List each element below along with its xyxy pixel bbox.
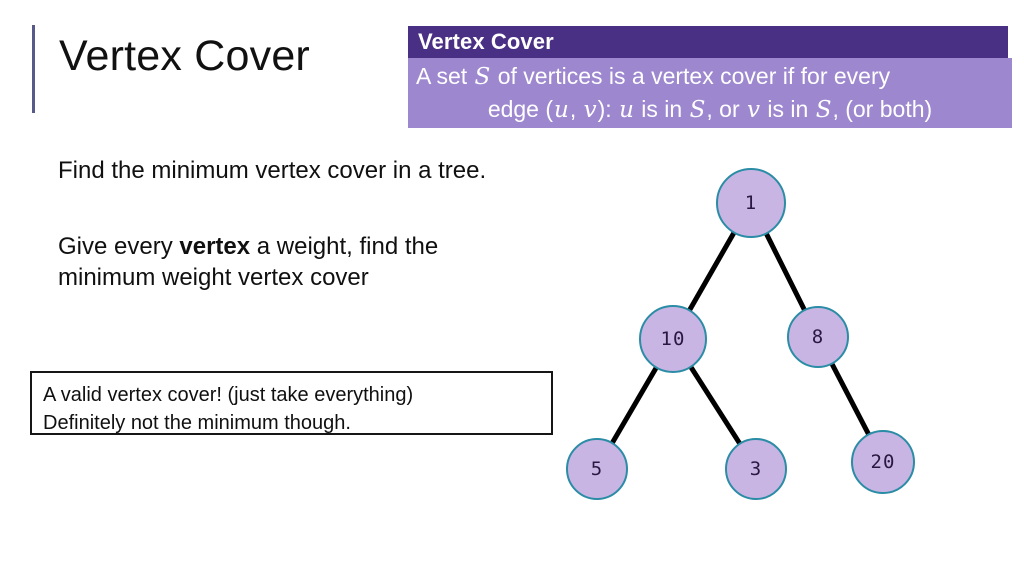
math-var-u-2: u	[619, 97, 634, 123]
definition-line1-text-a: A set	[416, 63, 474, 89]
body-paragraph-1: Find the minimum vertex cover in a tree.	[58, 157, 487, 184]
math-var-v-2: v	[747, 97, 760, 123]
tree-node-left[interactable]: 10	[639, 305, 707, 373]
tree-edge	[686, 230, 737, 313]
note-line-1: A valid vertex cover! (just take everyth…	[43, 384, 414, 406]
note-box: A valid vertex cover! (just take everyth…	[30, 371, 553, 435]
tree-node-label: 8	[811, 326, 825, 348]
definition-line2-text-c: is in	[634, 96, 689, 122]
tree-node-label: 3	[749, 458, 763, 480]
tree-node-label: 20	[870, 451, 896, 473]
tree-edges	[609, 230, 872, 446]
tree-node-label: 1	[744, 192, 758, 214]
math-var-s-3: S	[815, 97, 832, 123]
tree-node-lr[interactable]: 3	[725, 438, 787, 500]
definition-callout: Vertex Cover A set S of vertices is a ve…	[408, 26, 1012, 128]
tree-node-root[interactable]: 1	[716, 168, 786, 238]
tree-node-right[interactable]: 8	[787, 306, 849, 368]
tree-edge	[829, 361, 872, 437]
tree-node-ll[interactable]: 5	[566, 438, 628, 500]
definition-body: A set S of vertices is a vertex cover if…	[408, 58, 1012, 128]
definition-header-label: Vertex Cover	[418, 29, 554, 54]
definition-line2-comma: ,	[569, 96, 583, 122]
definition-line-2: edge (u, v): u is in S, or v is in S, (o…	[408, 98, 1012, 122]
definition-line2-text-d: , or	[706, 96, 746, 122]
tree-node-label: 5	[590, 458, 604, 480]
title-accent-bar	[32, 25, 35, 113]
definition-line2-text-a: edge (	[487, 96, 554, 122]
definition-line2-text-e: is in	[761, 96, 815, 122]
note-line-2: Definitely not the minimum though.	[43, 412, 351, 434]
paragraph-2-bold-word: vertex	[179, 233, 251, 260]
body-paragraph-2: Give every vertex a weight, find the min…	[58, 232, 518, 293]
definition-line-1: A set S of vertices is a vertex cover if…	[416, 65, 890, 89]
slide-title-block: Vertex Cover	[32, 25, 392, 113]
definition-line1-text-b: of vertices is a vertex cover if for eve…	[491, 63, 891, 89]
tree-edge	[609, 365, 660, 446]
math-var-v: v	[583, 97, 597, 123]
math-var-u: u	[554, 97, 569, 123]
tree-edge	[763, 231, 808, 313]
paragraph-2-text-before: Give every	[58, 233, 180, 260]
tree-diagram: 1 10 8 5 3 20	[540, 155, 1010, 525]
definition-line2-text-b: ):	[597, 96, 619, 122]
tree-node-rr[interactable]: 20	[851, 430, 915, 494]
tree-edge	[688, 364, 743, 446]
definition-line2-text-f: , (or both)	[832, 96, 933, 122]
page-title: Vertex Cover	[59, 32, 310, 80]
paragraph-2-text-after: a weight, find the minimum weight vertex…	[58, 233, 439, 291]
math-var-s: S	[474, 64, 491, 90]
math-var-s-2: S	[689, 97, 706, 123]
definition-header-bar: Vertex Cover	[408, 26, 1008, 58]
tree-node-label: 10	[660, 328, 686, 350]
